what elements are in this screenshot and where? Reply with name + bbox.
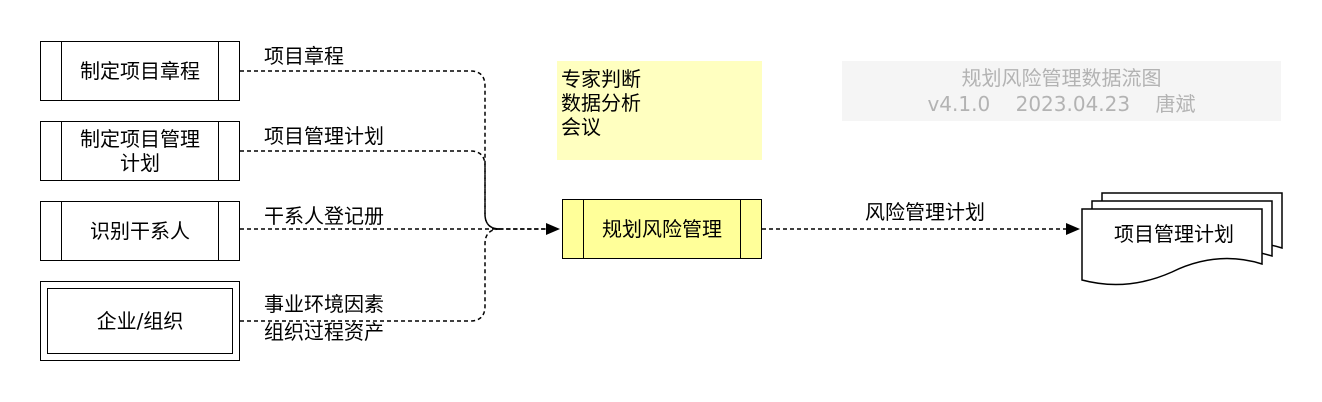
edge-plan — [240, 150, 501, 230]
charter-process-label: 制定项目章程 — [80, 59, 200, 83]
diagram-title-block: 规划风险管理数据流图 v4.1.0 2023.04.23 唐斌 — [842, 61, 1281, 121]
charter-process-box: 制定项目章程 — [40, 41, 240, 101]
flow-label-register: 干系人登记册 — [264, 204, 384, 228]
plan-process-label: 制定项目管理 计划 — [80, 127, 200, 175]
diagram-version: v4.1.0 2023.04.23 唐斌 — [927, 92, 1196, 116]
tool-item: 数据分析 — [561, 91, 641, 115]
output-document-label: 项目管理计划 — [1114, 222, 1234, 246]
arrowhead-output — [1066, 223, 1080, 235]
arrowhead-process — [546, 223, 560, 235]
flow-label-eef: 事业环境因素 — [264, 292, 384, 316]
tool-item: 会议 — [561, 115, 601, 139]
flow-label-output: 风险管理计划 — [865, 200, 985, 224]
plan-risk-management-process: 规划风险管理 — [562, 199, 762, 259]
process-label: 规划风险管理 — [602, 217, 722, 241]
tools-techniques-note: 专家判断 数据分析 会议 — [557, 61, 762, 160]
edge-charter — [240, 70, 548, 230]
document-stack-icon — [1081, 192, 1283, 286]
org-entity-label: 企业/组织 — [96, 309, 184, 333]
plan-process-box: 制定项目管理 计划 — [40, 121, 240, 181]
flow-label-opa: 组织过程资产 — [264, 320, 384, 344]
tool-item: 专家判断 — [561, 67, 641, 91]
flow-label-charter: 项目章程 — [264, 44, 344, 68]
stakeholder-process-label: 识别干系人 — [90, 219, 190, 243]
stakeholder-process-box: 识别干系人 — [40, 201, 240, 261]
diagram-title: 规划风险管理数据流图 — [961, 66, 1162, 90]
flow-label-plan: 项目管理计划 — [264, 124, 384, 148]
org-entity-box: 企业/组织 — [40, 281, 240, 361]
edge-org — [240, 228, 501, 322]
